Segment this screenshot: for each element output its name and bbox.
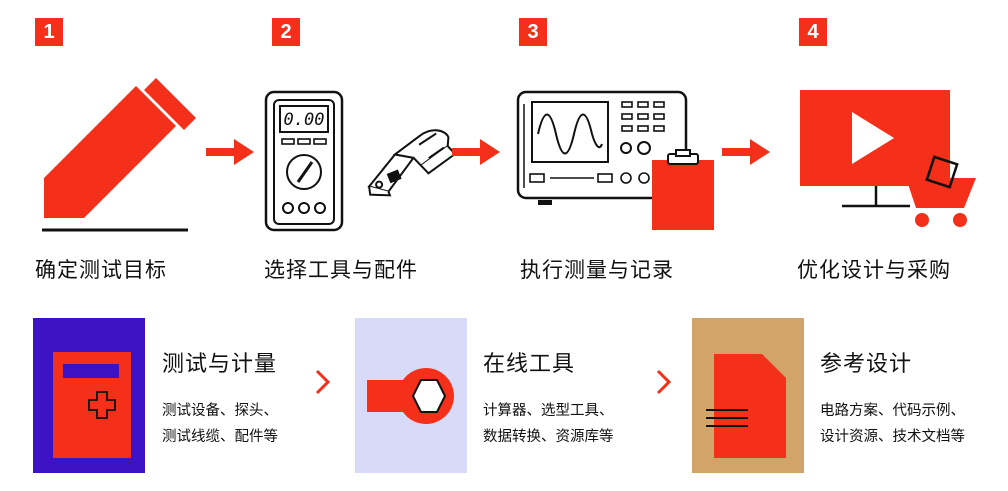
arrow-right-icon [452,139,500,165]
arrow-right-icon [722,139,770,165]
step-4-badge: 4 [799,18,827,46]
multimeter-icon: 0.00 [264,90,457,232]
arrow-right-icon [206,139,254,165]
chevron-right-icon [656,369,672,395]
desc-line: 数据转换、资源库等 [483,429,614,445]
multimeter-display: 0.00 [284,110,325,130]
reference-design-desc: 电路方案、代码示例、 设计资源、技术文档等 [820,398,965,450]
step-4-title: 优化设计与采购 [797,258,951,282]
step-2-badge: 2 [272,18,300,46]
chevron-right-icon [315,369,331,395]
test-measurement-tile[interactable] [33,318,145,473]
reference-design-tile[interactable] [692,318,804,473]
calculator-icon [53,352,131,458]
desc-line: 测试设备、探头、 [162,403,278,419]
desc-line: 设计资源、技术文档等 [820,429,965,445]
reference-design-title[interactable]: 参考设计 [820,352,913,377]
step-1-title: 确定测试目标 [35,258,167,282]
wrench-icon [367,368,454,424]
desc-line: 测试线缆、配件等 [162,429,278,445]
document-icon [706,354,786,458]
test-measurement-desc: 测试设备、探头、 测试线缆、配件等 [162,398,278,450]
online-tools-desc: 计算器、选型工具、 数据转换、资源库等 [483,398,614,450]
test-measurement-title[interactable]: 测试与计量 [162,352,278,377]
pencil-icon [42,78,196,232]
step-1-badge: 1 [35,18,63,46]
monitor-cart-icon [800,90,976,227]
step-3-title: 执行测量与记录 [520,258,674,282]
online-tools-tile[interactable] [355,318,467,473]
step-2-title: 选择工具与配件 [264,258,418,282]
desc-line: 计算器、选型工具、 [483,403,614,419]
oscilloscope-icon [516,90,714,230]
step-3-badge: 3 [519,18,547,46]
desc-line: 电路方案、代码示例、 [820,403,965,419]
online-tools-title[interactable]: 在线工具 [483,352,576,377]
